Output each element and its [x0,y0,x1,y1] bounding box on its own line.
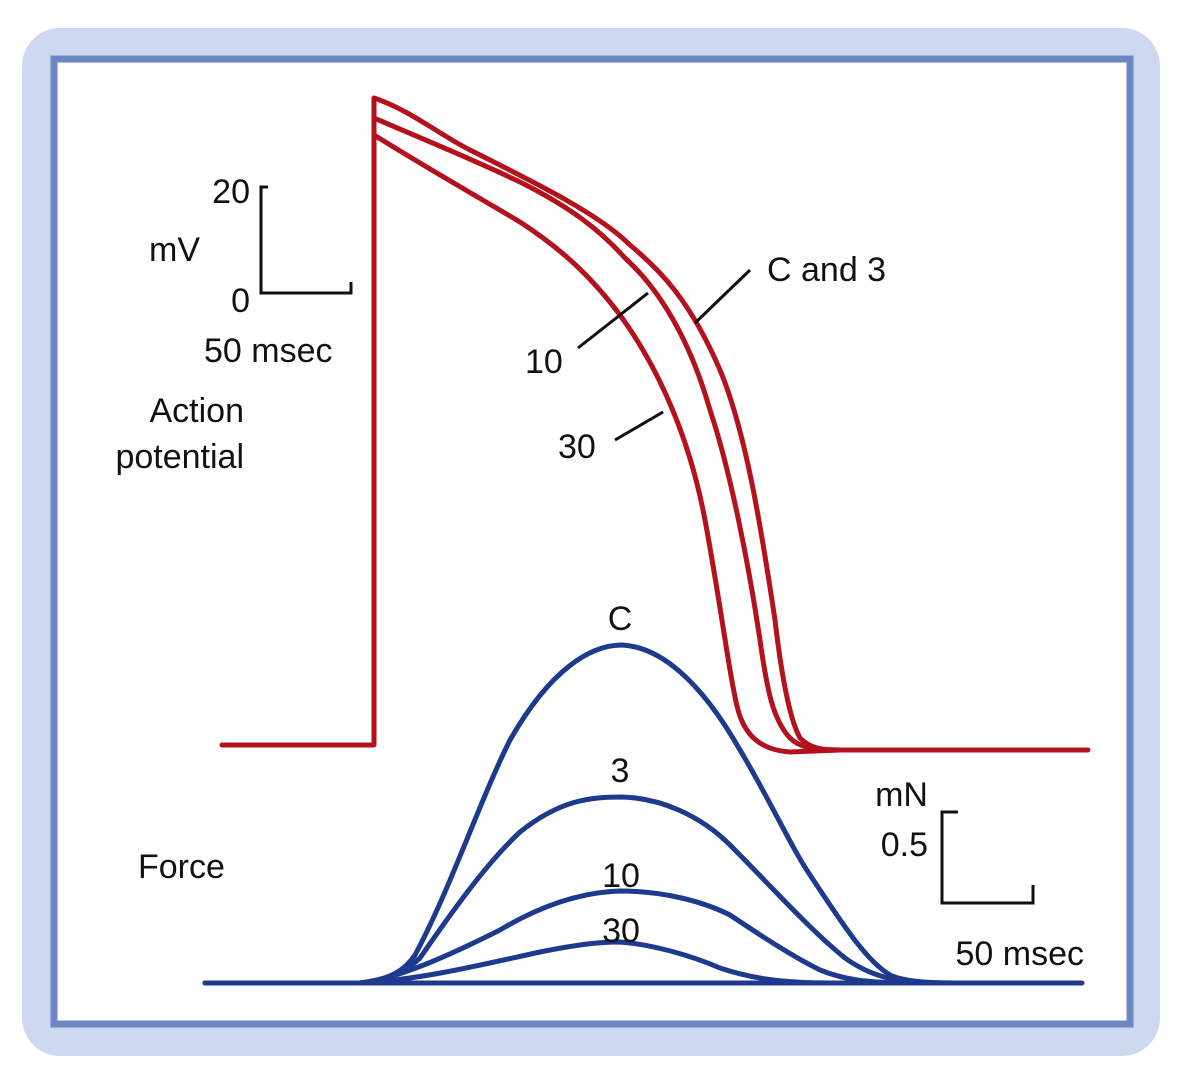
force-label-3: 3 [611,752,630,790]
leader-line-10 [577,291,649,350]
ap-label-30: 30 [558,428,596,466]
leader-line-c-and-3 [693,268,752,325]
ap-section-label-line1: Action [150,392,245,430]
leader-line-30 [614,410,664,442]
ap-trace-10 [371,115,843,753]
ap-leader-lines [577,268,752,442]
force-label-10: 10 [602,857,640,895]
ap-scale-bar [259,185,353,295]
force-label-30: 30 [602,912,640,950]
force-trace-30 [357,939,833,986]
force-scale-y-unit: mN [875,776,928,814]
action-potential-traces [219,95,1091,755]
force-section-label: Force [138,848,225,886]
frame-border [50,55,1134,1028]
ap-scale-x-value: 50 msec [204,332,333,370]
ap-label-10: 10 [525,343,563,381]
ap-trace-30 [371,132,843,755]
ap-section-label-line2: potential [115,438,244,476]
ap-scale-y-unit: mV [149,231,200,269]
ap-label-c-and-3: C and 3 [767,251,886,289]
force-label-c: C [608,600,633,638]
force-scale-y-value: 0.5 [881,826,928,864]
ap-scale-y-top-value: 20 [212,173,250,211]
force-traces [202,642,1085,986]
force-scale-bar [940,810,1035,905]
ap-trace-c-and-3 [219,95,1091,753]
ap-scale-y-bottom-value: 0 [231,282,250,320]
force-trace-3 [357,794,933,986]
force-trace-c [202,642,963,986]
force-scale-x-value: 50 msec [956,935,1085,973]
force-trace-10 [357,888,903,986]
